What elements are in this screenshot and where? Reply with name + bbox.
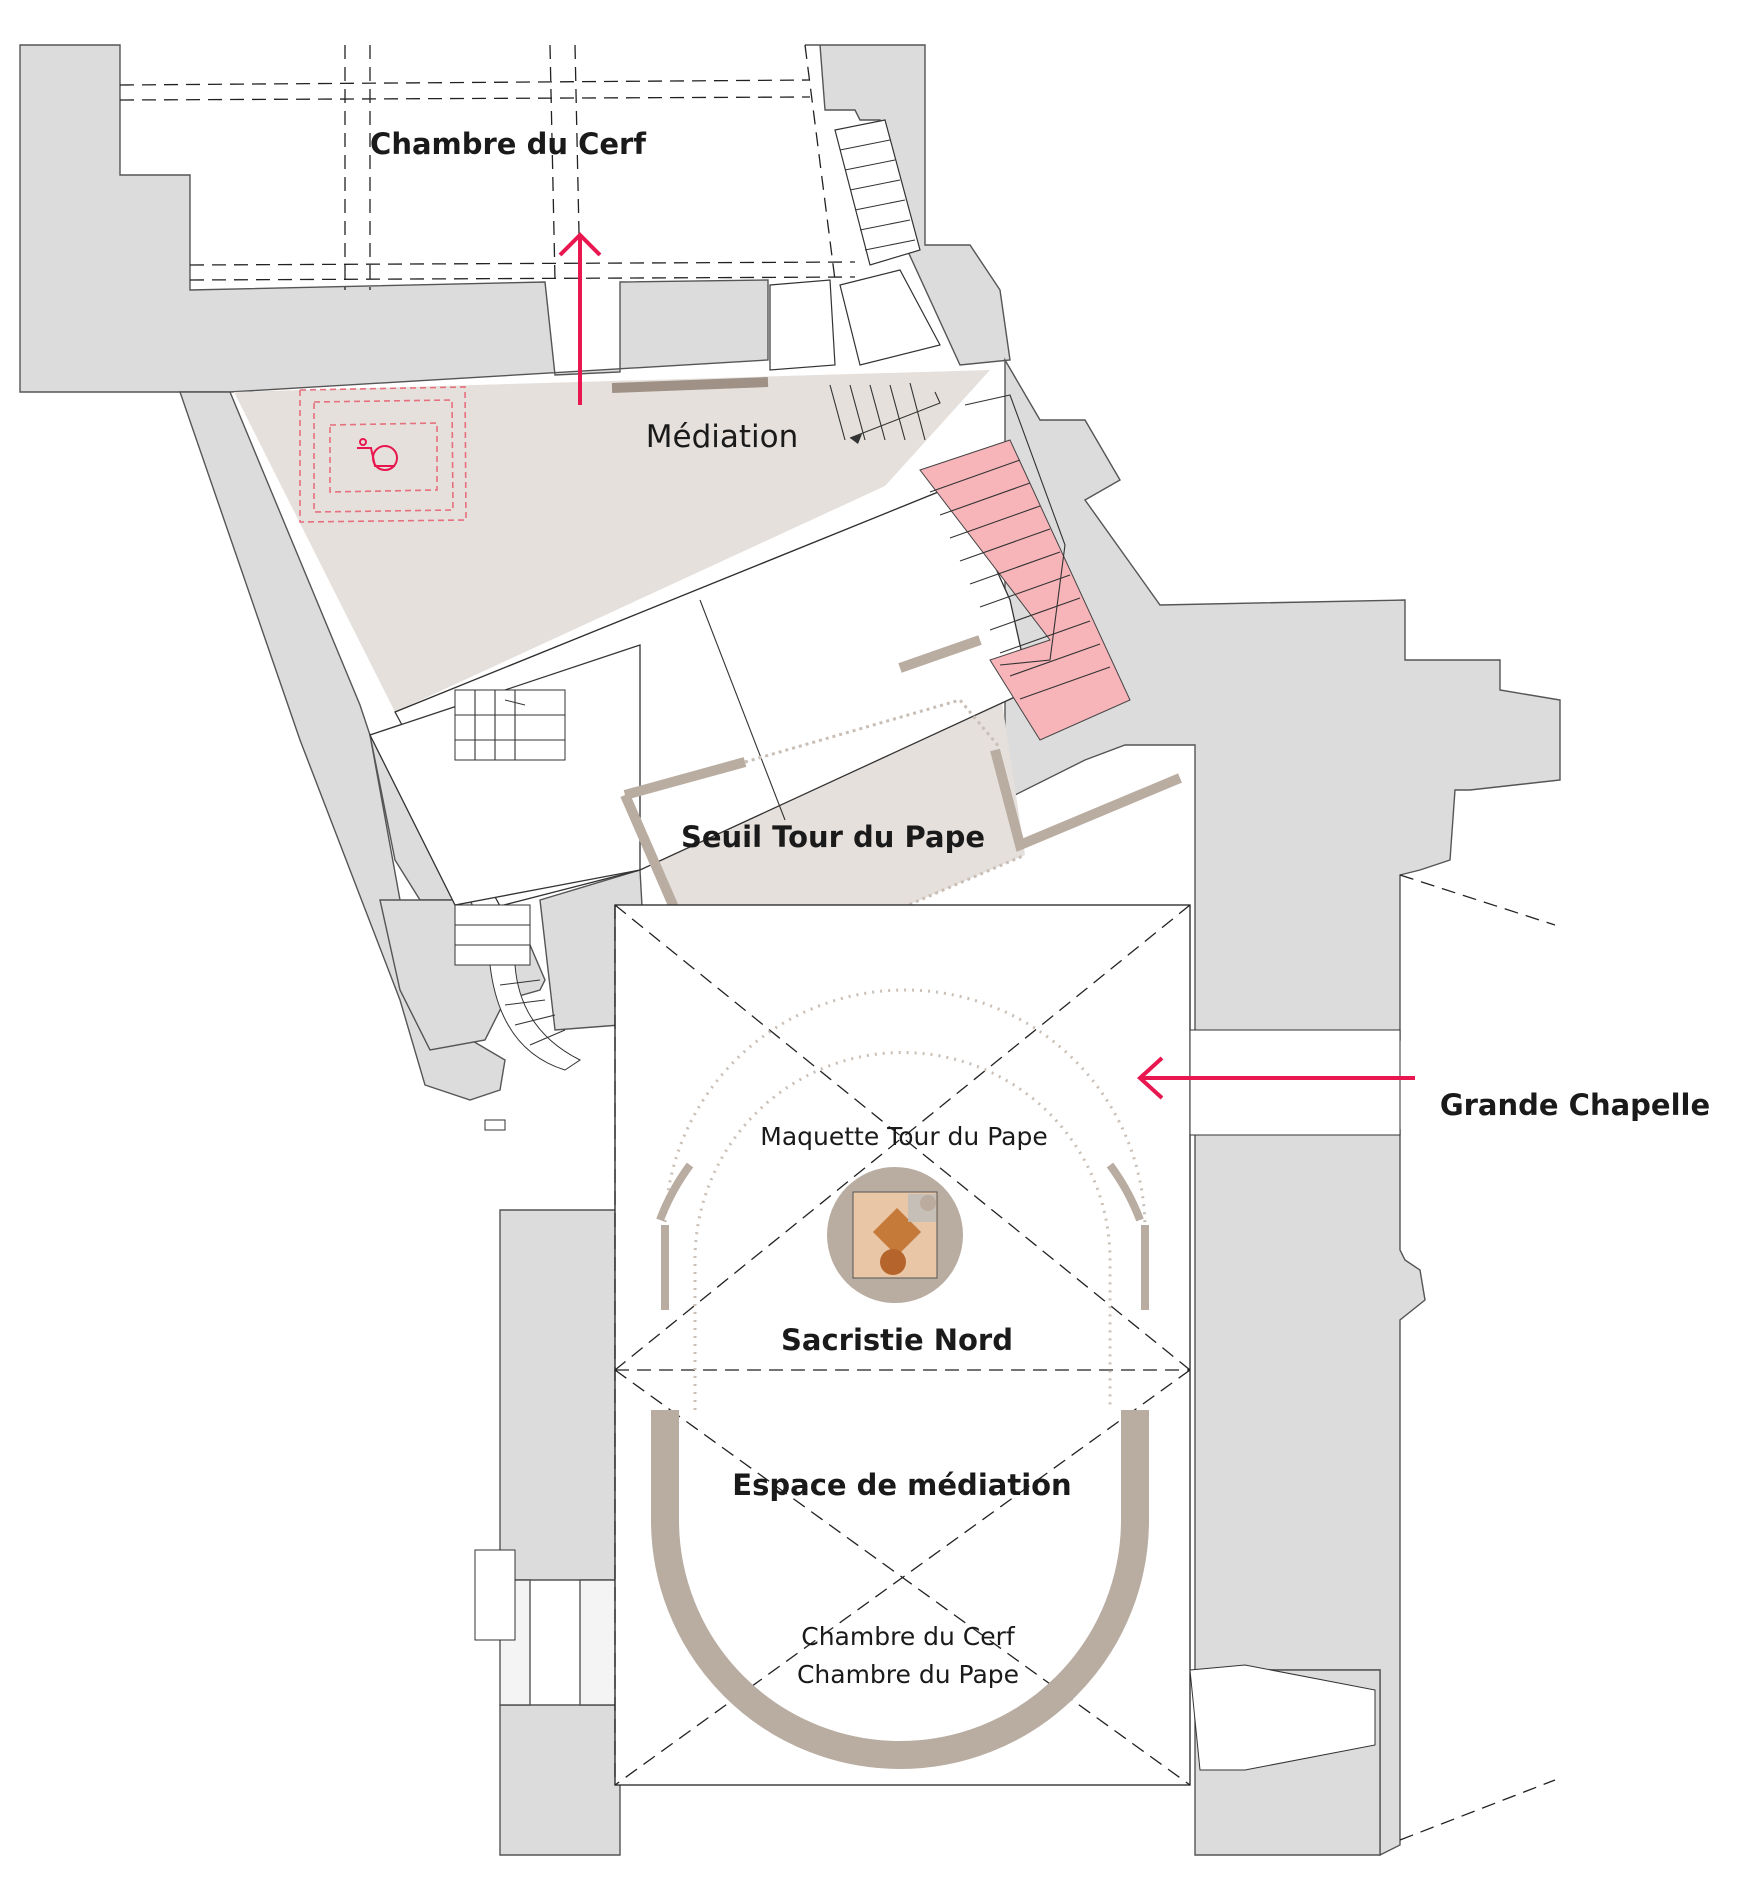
- label-maquette-tour-du-pape: Maquette Tour du Pape: [760, 1122, 1048, 1151]
- arrow-left-icon: [1137, 1056, 1415, 1100]
- mediation-arch: [651, 988, 1149, 1769]
- label-mediation: Médiation: [646, 419, 799, 455]
- upper-stairs: [769, 119, 941, 444]
- stairs-highlight: [919, 394, 1131, 741]
- label-chambre-du-cerf: Chambre du Cerf: [370, 127, 646, 161]
- right-annex: [1189, 1029, 1401, 1771]
- label-sacristie-nord: Sacristie Nord: [781, 1323, 1013, 1357]
- label-espace-de-mediation: Espace de médiation: [732, 1468, 1071, 1502]
- mediation-zone: [234, 370, 990, 712]
- chapel-dashed-line-2: [1399, 1779, 1556, 1841]
- label-chambre-du-cerf-small: Chambre du Cerf: [801, 1622, 1016, 1651]
- chapel-dashed-line: [1399, 874, 1556, 926]
- chambre-du-cerf-grid: [119, 44, 856, 290]
- label-chambre-du-pape: Chambre du Pape: [797, 1660, 1019, 1689]
- accessibility-lift: [299, 386, 467, 523]
- label-grande-chapelle: Grande Chapelle: [1440, 1088, 1710, 1122]
- wheelchair-icon: [357, 438, 398, 471]
- left-openings: [474, 1119, 516, 1641]
- label-seuil-tour-du-pape: Seuil Tour du Pape: [681, 820, 985, 854]
- lower-left-stairs: [454, 689, 581, 1071]
- arrow-up-icon: [558, 232, 602, 405]
- tower-model-thumbnail: [827, 1167, 963, 1303]
